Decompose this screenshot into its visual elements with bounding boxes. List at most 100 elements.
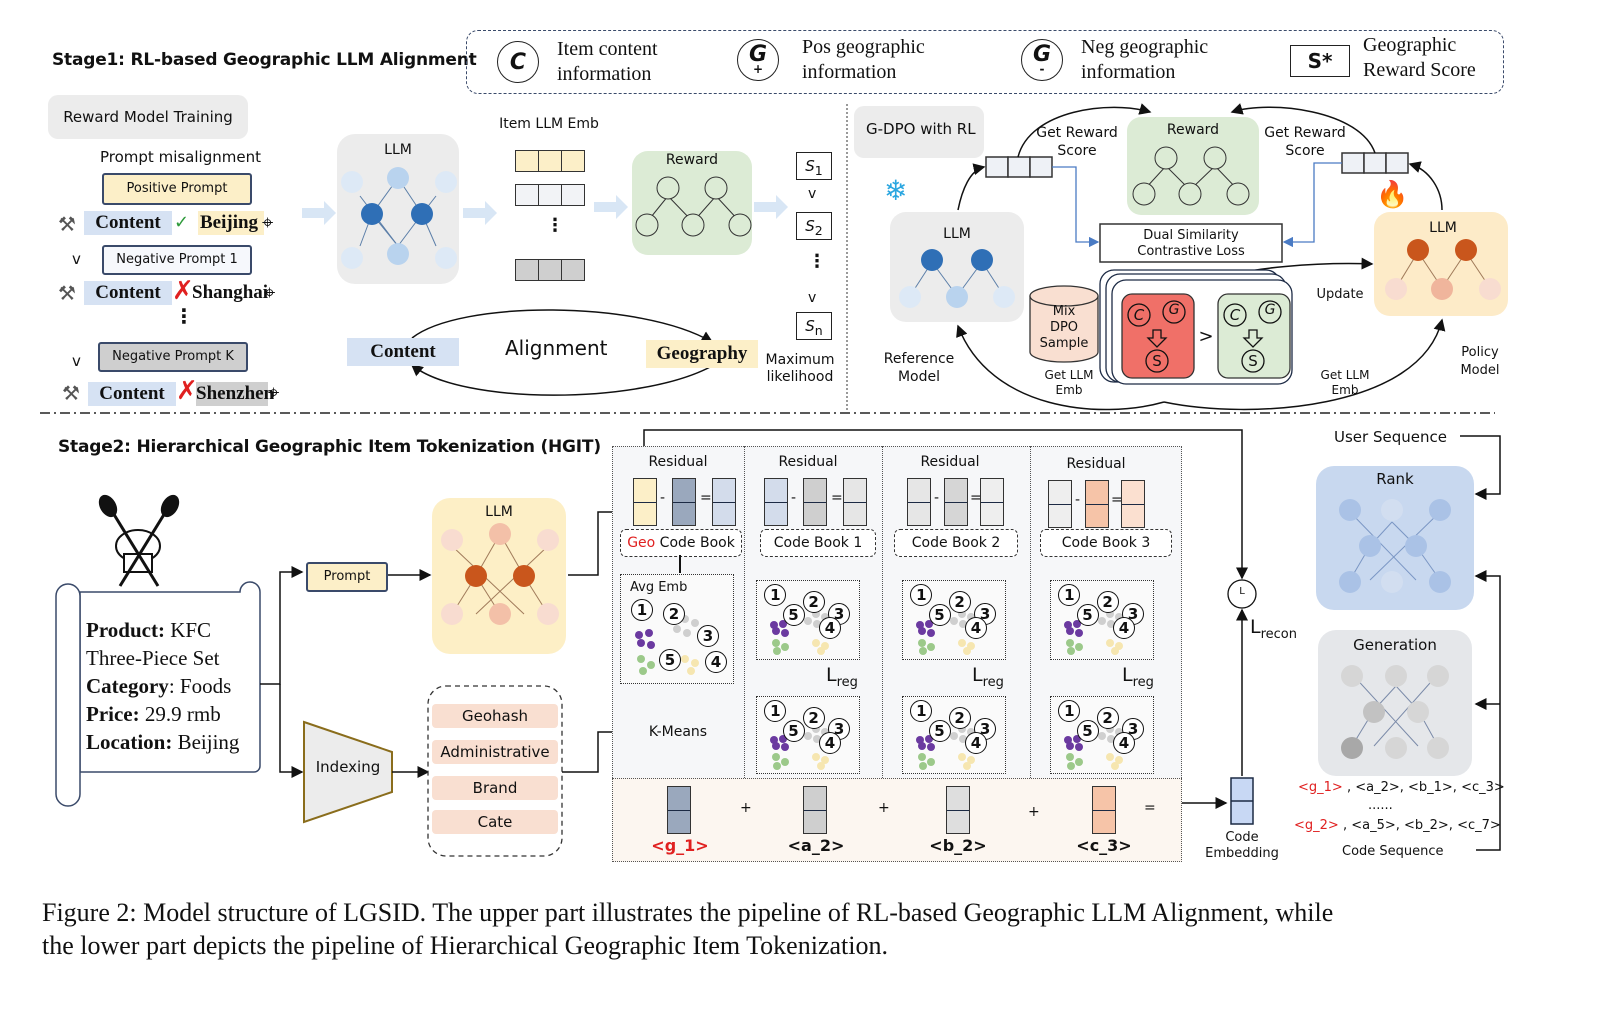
negative-prompt-1: Negative Prompt 1 [102, 245, 252, 275]
cluster-centroid-5: 5 [782, 719, 805, 742]
get-llm-emb-policy-arrow [1163, 318, 1446, 411]
embedding-point [1065, 742, 1074, 751]
item-product: Product: KFC [86, 618, 212, 642]
prompt-misalignment-label: Prompt misalignment [100, 148, 261, 166]
embedding-point [1074, 643, 1083, 652]
card-to-prompt-arrow [260, 566, 304, 685]
embedding-point [780, 643, 789, 652]
embedding-point [1067, 647, 1076, 656]
policy-llm-nodes [1385, 239, 1501, 300]
embedding-point [778, 620, 787, 628]
equals-sign: = [1144, 800, 1156, 816]
embedding-point [811, 609, 820, 618]
llm-node [465, 565, 487, 587]
score-gt: v [808, 186, 817, 202]
llm-node [1405, 535, 1427, 557]
embedding-point [1114, 756, 1123, 765]
location-pin-icon: ⌖ [268, 380, 280, 404]
llm-node [1339, 571, 1361, 593]
llm-node [946, 286, 968, 308]
cluster-centroid-1: 1 [910, 699, 933, 722]
stage2-llm-box [432, 498, 566, 654]
codebook-2: Code Book 2 [894, 529, 1018, 557]
code-seq-to-rank-arrow [1474, 570, 1501, 851]
input-vector [1048, 480, 1072, 528]
embedding-point [957, 638, 966, 647]
location-pin-icon: ⌖ [262, 210, 274, 234]
embedding-point [1074, 757, 1083, 766]
item-emb-negative-k [515, 259, 585, 281]
cluster-centroid-3: 3 [697, 625, 719, 647]
cluster-centroid-4: 4 [705, 651, 727, 673]
get-reward-arrow-left [1017, 103, 1152, 158]
score-circle [1241, 349, 1265, 373]
llm-node [1341, 665, 1363, 687]
card-to-indexing-arrow [279, 684, 304, 778]
generation-label: Generation [1353, 636, 1437, 654]
pickaxe-icon: ⚒ [62, 381, 80, 405]
score-box-n: Sn [796, 312, 832, 340]
llm-node [1385, 665, 1407, 687]
embedding-point [771, 742, 780, 751]
rank-label: Rank [1376, 470, 1414, 488]
item-category: Category: Foods [86, 674, 232, 698]
lrecon-label: Lrecon [1250, 616, 1297, 642]
embedding-point [919, 647, 928, 656]
pickaxe-icon: ⚒ [58, 212, 76, 236]
item-emb-negative-1 [515, 184, 585, 206]
emb-ellipsis: ⋮ [546, 215, 564, 236]
plus-sign: + [1028, 804, 1040, 820]
embedding-point [811, 753, 820, 762]
llm-node [411, 203, 433, 225]
llm-node [441, 603, 463, 625]
token-a2: <a_2> [787, 836, 845, 855]
embedding-point [959, 735, 968, 743]
embedding-point [1111, 761, 1120, 770]
content-circle [1127, 303, 1151, 327]
embedding-point [637, 639, 645, 647]
llm-node [1429, 499, 1451, 521]
embedding-point [778, 735, 787, 743]
gdpo-reward-label: Reward [1166, 122, 1220, 138]
get-llm-emb-ref-arrow [956, 324, 1165, 411]
minus-sign: - [791, 490, 797, 506]
content-circle [1223, 303, 1247, 327]
stage1-title: Stage1: RL-based Geographic LLM Alignmen… [52, 50, 477, 70]
cluster-centroid-1: 1 [910, 583, 933, 606]
content-tag: Content [88, 382, 176, 406]
embedding-point [957, 753, 966, 762]
cluster-centroid-4: 4 [818, 617, 841, 640]
embedding-point [813, 735, 822, 743]
loss-box [1099, 223, 1283, 263]
avg-emb-label: Avg Emb [630, 580, 688, 595]
policy-llm-box [1374, 212, 1508, 316]
embedding-point [1074, 628, 1083, 637]
input-vector [907, 478, 931, 526]
code-vector [1085, 480, 1109, 528]
embedding-point [635, 631, 643, 639]
embedding-point [673, 625, 681, 633]
embedding-point [926, 628, 935, 637]
llm-node [537, 529, 559, 551]
llm-node [1407, 701, 1429, 723]
vertical-ellipsis: ⋮ [174, 304, 194, 328]
equals-sign: = [1111, 492, 1123, 508]
cluster-centroid-2: 2 [802, 591, 825, 614]
item-llm-emb-label: Item LLM Emb [499, 116, 599, 132]
embedding-point [773, 761, 782, 770]
llm-node [435, 247, 457, 269]
embedding-point [1067, 761, 1076, 770]
embedding-point [1105, 638, 1114, 647]
llm-nodes [341, 167, 457, 269]
equals-sign: = [970, 490, 982, 506]
policy-llm-label: LLM [1429, 220, 1457, 236]
neg-s-symbol: S [1152, 352, 1162, 370]
mix-dpo-cylinder [1029, 285, 1099, 363]
token-g1: <g_1> [651, 836, 709, 855]
embedding-point [924, 620, 933, 628]
embedding-point [771, 627, 780, 636]
